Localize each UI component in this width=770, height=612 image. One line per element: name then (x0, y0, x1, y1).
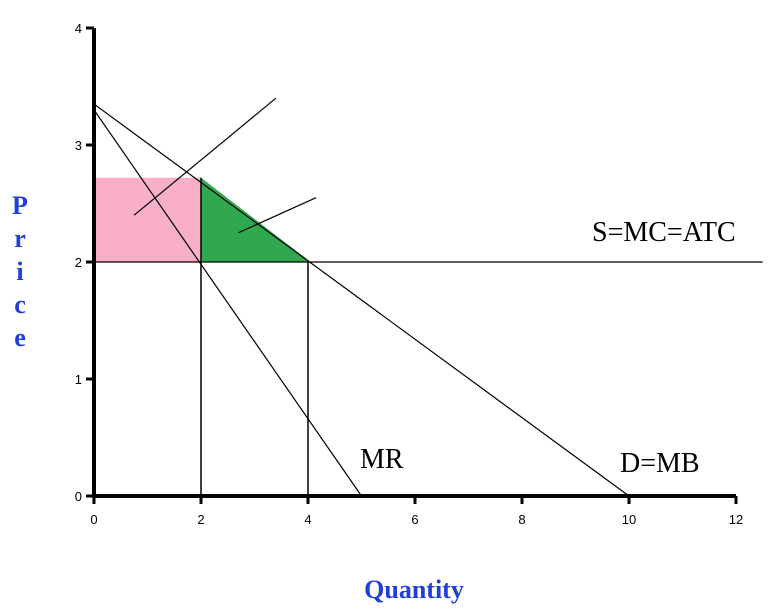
pointer-lines (133, 97, 317, 234)
mr-line (93, 109, 362, 497)
y-axis-title-letter: P (12, 191, 28, 220)
pointer-line-0 (133, 97, 277, 216)
mr-label: MR (360, 444, 404, 475)
y-axis-title-letter: i (16, 257, 23, 286)
y-axis-title-letter: r (14, 224, 26, 253)
y-tick-label: 3 (75, 138, 82, 153)
y-axis-title-letter: c (14, 290, 26, 319)
x-tick-label: 10 (622, 512, 636, 527)
supply-label: S=MC=ATC (592, 217, 736, 248)
demand-label: D=MB (620, 448, 700, 479)
x-tick-label: 6 (411, 512, 418, 527)
shaded-regions (94, 177, 311, 262)
x-tick-label: 8 (518, 512, 525, 527)
region-rectangle (94, 177, 201, 262)
y-tick-label: 4 (75, 21, 82, 36)
guide-lines (200, 177, 309, 496)
x-tick-label: 12 (729, 512, 743, 527)
x-tick-label: 4 (304, 512, 311, 527)
y-axis-title-letter: e (14, 323, 26, 352)
x-tick-label: 2 (197, 512, 204, 527)
y-tick-label: 0 (75, 489, 82, 504)
region-triangle (201, 177, 311, 262)
y-tick-label: 2 (75, 255, 82, 270)
curves (93, 103, 763, 497)
curve-labels: S=MC=ATC D=MB MR (360, 217, 736, 479)
x-tick-label: 0 (90, 512, 97, 527)
pointer-line-1 (238, 197, 317, 234)
y-tick-label: 1 (75, 372, 82, 387)
demand-line (93, 103, 630, 497)
x-axis-title: Quantity (364, 575, 464, 604)
